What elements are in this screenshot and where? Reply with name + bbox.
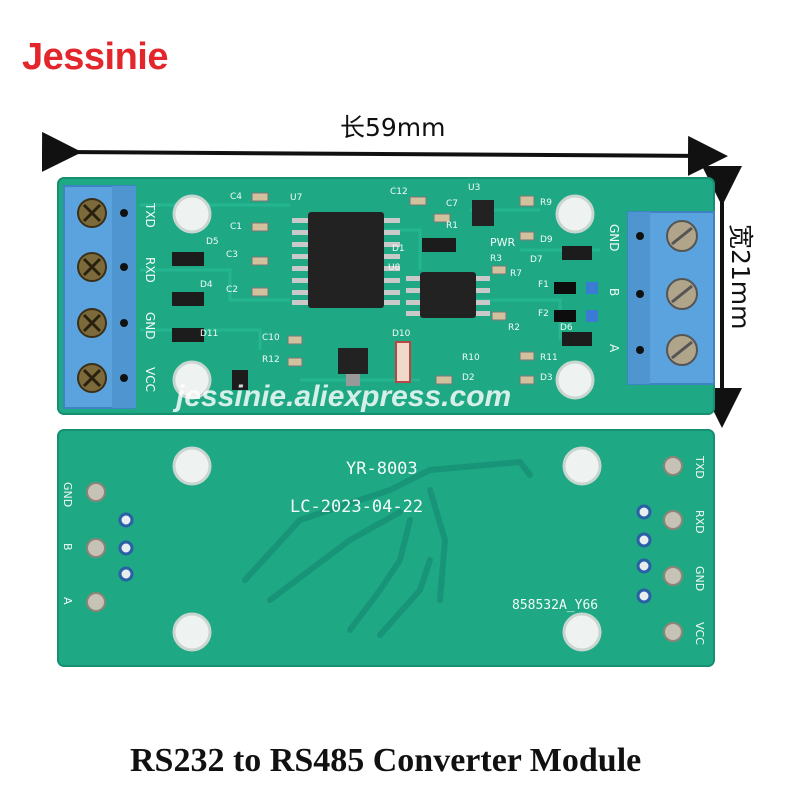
ref-label: C12 bbox=[390, 187, 408, 197]
fuses bbox=[554, 282, 598, 322]
ref-label: R3 bbox=[490, 254, 502, 264]
width-label-wrap: 宽21mm bbox=[722, 222, 762, 382]
ref-label: U7 bbox=[290, 193, 302, 203]
back-board: YR-8003 LC-2023-04-22 858532A_Y66 GND B … bbox=[57, 429, 715, 667]
ref-label: R12 bbox=[262, 355, 280, 365]
back-label-a: A bbox=[61, 597, 74, 605]
glass-diode bbox=[395, 341, 411, 383]
pwr-label: PWR bbox=[490, 236, 516, 249]
code-label: 858532A_Y66 bbox=[512, 598, 598, 613]
ref-label: D6 bbox=[560, 323, 573, 333]
pin-label-gnd: GND bbox=[143, 312, 157, 340]
length-dimension-arrow bbox=[41, 131, 728, 176]
pin-label-vcc: VCC bbox=[143, 367, 157, 392]
back-label-gnd2: GND bbox=[693, 566, 706, 591]
front-board: C4 C1 C3 C2 D5 D4 D11 C10 R12 U7 C12 U3 … bbox=[57, 177, 715, 415]
back-label-b: B bbox=[61, 543, 74, 551]
ref-label: C1 bbox=[230, 222, 242, 232]
ref-label: R11 bbox=[540, 353, 558, 363]
ref-label: D7 bbox=[530, 255, 543, 265]
ref-label: D11 bbox=[200, 329, 218, 339]
caption: RS232 to RS485 Converter Module bbox=[130, 742, 642, 779]
pin-label-b: B bbox=[607, 288, 621, 296]
back-label-txd: TXD bbox=[693, 455, 706, 479]
brand-logo: Jessinie bbox=[22, 36, 169, 78]
pin-label-txd: TXD bbox=[143, 202, 157, 228]
regulator-chip bbox=[338, 348, 368, 386]
back-label-rxd: RXD bbox=[693, 510, 706, 534]
mounting-holes bbox=[172, 194, 595, 400]
ref-label: U3 bbox=[468, 183, 480, 193]
pin-label-rxd: RXD bbox=[143, 257, 157, 283]
ref-label: D5 bbox=[206, 237, 219, 247]
ref-label: C4 bbox=[230, 192, 242, 202]
model-label: YR-8003 bbox=[346, 459, 418, 479]
ref-label: R2 bbox=[508, 323, 520, 333]
back-label-gnd: GND bbox=[61, 482, 74, 507]
ref-label: R1 bbox=[446, 221, 458, 231]
ref-label: D2 bbox=[462, 373, 475, 383]
ref-label: U8 bbox=[388, 263, 401, 273]
ref-label: R9 bbox=[540, 198, 552, 208]
width-label: 宽21mm bbox=[726, 224, 755, 330]
watermark: jessinie.aliexpress.com bbox=[176, 380, 512, 413]
ic-chip-u7 bbox=[292, 212, 400, 308]
back-mounting-holes bbox=[172, 446, 602, 652]
ic-chip-u8 bbox=[406, 272, 490, 318]
lot-label: LC-2023-04-22 bbox=[290, 497, 423, 517]
left-terminal-block bbox=[63, 185, 136, 409]
ref-label: F2 bbox=[538, 309, 549, 319]
pin-label-gnd-right: GND bbox=[607, 224, 621, 252]
ref-label: C10 bbox=[262, 333, 280, 343]
ref-label: C3 bbox=[226, 250, 238, 260]
ref-label: R7 bbox=[510, 269, 522, 279]
length-label: 长59mm bbox=[340, 113, 446, 142]
ref-label: D1 bbox=[392, 244, 405, 254]
ref-label: D9 bbox=[540, 235, 553, 245]
back-label-vcc: VCC bbox=[693, 622, 706, 645]
ref-label: C2 bbox=[226, 285, 238, 295]
right-terminal-block bbox=[627, 211, 715, 385]
ref-label: C7 bbox=[446, 199, 458, 209]
regulator-u3 bbox=[472, 200, 494, 226]
pin-label-a: A bbox=[607, 344, 621, 353]
ref-label: D4 bbox=[200, 280, 213, 290]
ref-label: R10 bbox=[462, 353, 480, 363]
ref-label: D10 bbox=[392, 329, 411, 339]
ref-label: D3 bbox=[540, 373, 553, 383]
ref-label: F1 bbox=[538, 280, 549, 290]
